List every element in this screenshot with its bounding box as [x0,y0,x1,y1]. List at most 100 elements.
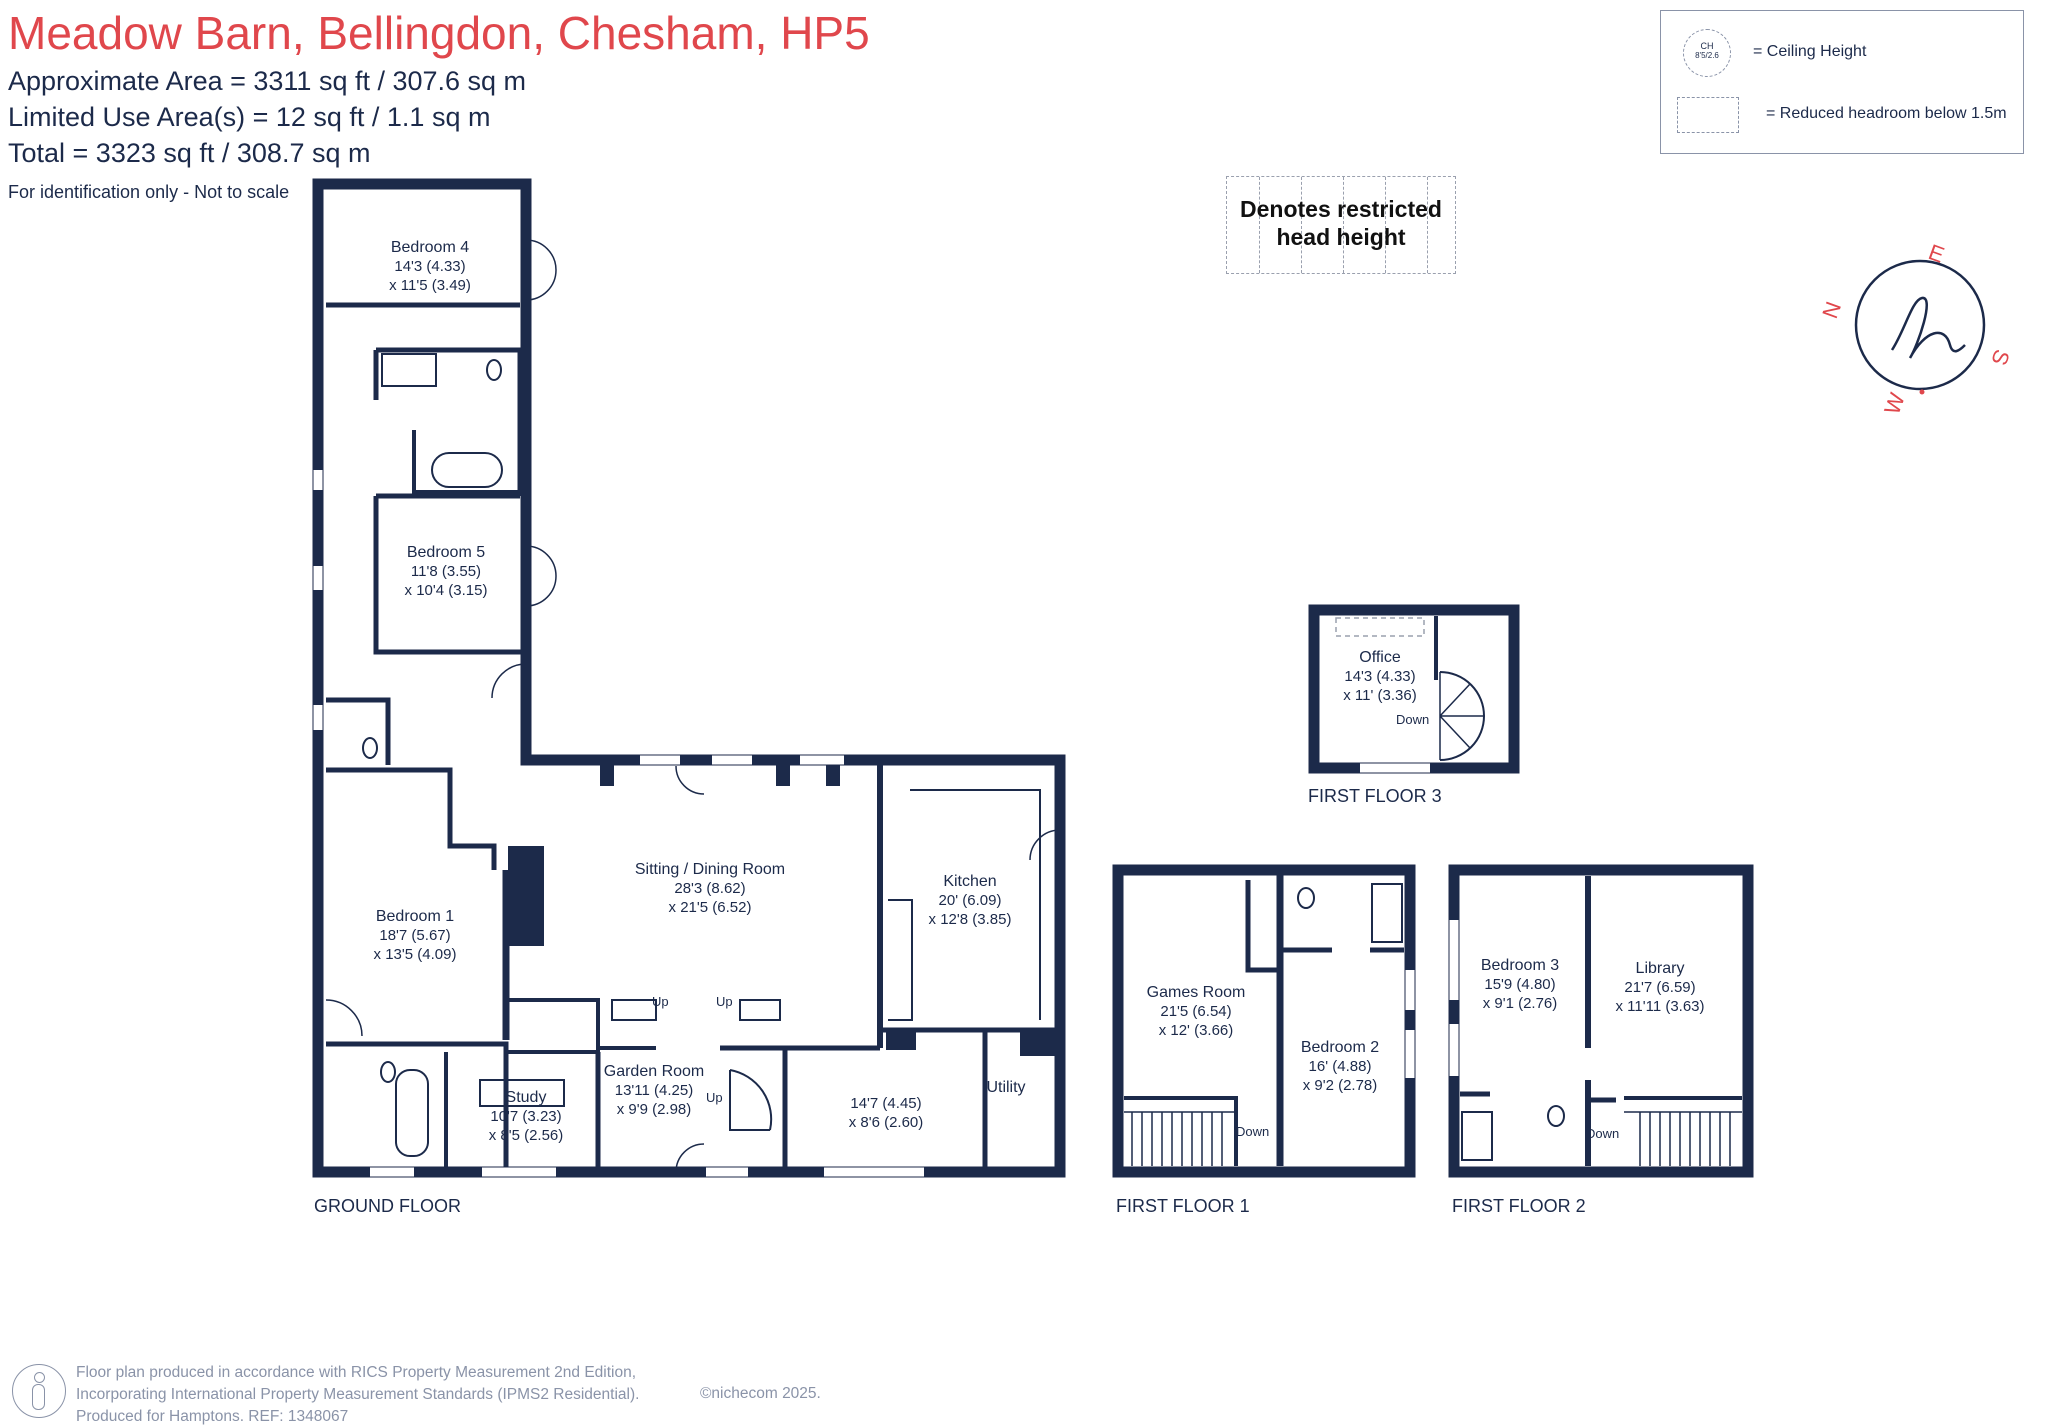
dash-divider [1385,177,1386,273]
stairs-down-label: Down [1236,1124,1269,1139]
room-dimension: 14'7 (4.45) [850,1095,921,1112]
copyright: ©nichecom 2025. [700,1385,821,1402]
room-dimension: x 9'1 (2.76) [1483,995,1558,1012]
room-name: Study [506,1089,547,1106]
dash-divider [1301,177,1302,273]
spiral-stair-icon [1439,672,1484,760]
door-arc [525,545,557,607]
bath-icon [395,1069,429,1157]
first-floor-2 [1448,864,1754,1178]
footer-line: Incorporating International Property Mea… [76,1386,640,1403]
room-dimension: x 11'11 (3.63) [1615,998,1704,1015]
room-name: Bedroom 2 [1301,1039,1379,1056]
room-dimension: x 11' (3.36) [1343,687,1416,704]
room-dimension: 16' (4.88) [1309,1058,1372,1075]
room-name: Garden Room [604,1063,705,1080]
compass-s: S [1986,346,2015,368]
restricted-head-height-note: Denotes restricted head height [1226,176,1456,274]
room-name: Kitchen [943,873,996,890]
room-labels: Bedroom 4 14'3 (4.33) x 11'5 (3.49) Bedr… [314,239,1705,1216]
pillar [1020,1030,1060,1056]
compass-n: N [1817,298,1846,321]
wall [326,1041,509,1172]
toilet-icon [486,359,502,381]
room-dimension: 28'3 (8.62) [674,880,745,897]
restricted-head-height-area [1335,617,1425,637]
toilet-icon [362,737,378,759]
floor-label: FIRST FLOOR 2 [1452,1196,1586,1216]
shower-icon [381,353,437,387]
room-dimension: 15'9 (4.80) [1484,976,1555,993]
first-floor-3 [1308,604,1520,774]
room-dimension: x 12' (3.66) [1159,1022,1234,1039]
room-dimension: x 10'4 (3.15) [405,582,488,599]
person-body [32,1384,45,1410]
room-name: Bedroom 5 [407,544,485,561]
room-dimension: 14'3 (4.33) [1344,668,1415,685]
room-dimension: x 9'9 (2.98) [617,1101,692,1118]
bath-icon [431,452,503,488]
wall [326,767,497,870]
shower-icon [1461,1111,1493,1161]
stairs-down-label: Down [1396,712,1429,727]
ff1-outer-wall [1112,864,1416,1178]
room-dimension: 20' (6.09) [939,892,1002,909]
reduced-headroom-label: = Reduced headroom below 1.5m [1766,105,2007,122]
room-name: Library [1636,960,1685,977]
door-arc [675,1143,705,1173]
footer-line: Floor plan produced in accordance with R… [76,1364,637,1381]
room-dimension: 13'11 (4.25) [615,1082,693,1099]
room-dimension: x 12'8 (3.85) [929,911,1012,928]
identification-note: For identification only - Not to scale [8,182,290,202]
page-title: Meadow Barn, Bellingdon, Chesham, HP5 [8,7,870,59]
stairs-up-label: Up [716,994,733,1009]
stairs-icon [1624,1111,1742,1166]
wall [1124,1096,1238,1166]
dash-divider [1427,177,1428,273]
pillar [600,758,614,786]
stairs-icon [611,999,781,1021]
restricted-line-2: head height [1276,224,1406,250]
shower-icon [1371,883,1403,943]
room-name: Utility [986,1079,1025,1096]
counter [910,789,1041,1020]
ceiling-height-label: = Ceiling Height [1753,43,1867,60]
door-arc [525,239,557,301]
compass-w: W [1879,389,1910,417]
ground-floor [312,178,1066,1178]
door-arc [491,663,527,699]
room-name: Office [1359,649,1401,666]
stairs-up-label: Up [652,994,669,1009]
floor-label: GROUND FLOOR [314,1196,461,1216]
compass-logo-icon [1890,296,1966,359]
room-dimension: 14'3 (4.33) [394,258,465,275]
room-dimension: x 21'5 (6.52) [669,899,752,916]
room-dimension: x 13'5 (4.09) [374,946,457,963]
wall [326,697,391,765]
fireplace [508,846,544,946]
stairs-down-label: Down [1586,1126,1619,1141]
first-floor-1 [1112,864,1416,1178]
pillar [826,758,840,786]
ff3-outer-wall [1308,604,1520,774]
toilet-icon [1547,1105,1565,1127]
floor-label: FIRST FLOOR 3 [1308,786,1442,806]
compass-ring [1854,259,1986,391]
spiral-stair-icon [729,1069,773,1131]
ceiling-badge-bottom: 8'5/2.6 [1695,51,1719,60]
person-head [34,1372,45,1383]
approximate-area: Approximate Area = 3311 sq ft / 307.6 sq… [8,66,527,96]
pillar [776,758,790,786]
door-arc [325,999,363,1037]
toilet-icon [380,1061,396,1083]
footer-line: Produced for Hamptons. REF: 1348067 [76,1408,349,1425]
room-name: Sitting / Dining Room [635,861,785,878]
desk-icon [479,1079,565,1107]
counter [888,899,913,1021]
dash-divider [1259,177,1260,273]
ceiling-badge-top: CH [1700,41,1714,51]
legend: CH 8'5/2.6 = Ceiling Height = Reduced he… [1660,10,2024,154]
ground-outer-wall [312,178,1066,1178]
total-area: Total = 3323 sq ft / 308.7 sq m [8,138,371,168]
